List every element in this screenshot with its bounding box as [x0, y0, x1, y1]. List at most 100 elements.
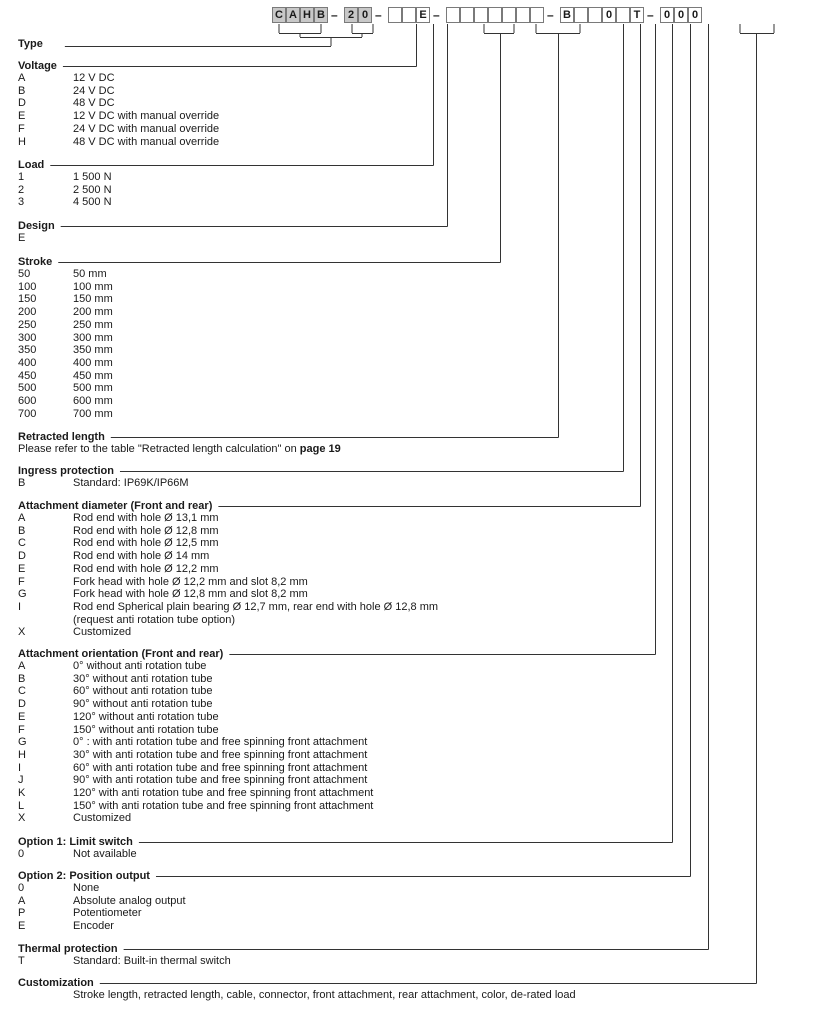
option-code: A	[18, 512, 26, 524]
option-description: 450 mm	[73, 369, 113, 382]
option-description: None	[73, 882, 100, 894]
option-code: I	[18, 761, 22, 774]
option-code: 700	[18, 407, 37, 420]
option-description: Standard: IP69K/IP66M	[73, 477, 189, 489]
option-row: C 60° without anti rotation tube	[18, 685, 808, 698]
option-code: 150	[18, 293, 37, 306]
option-description: 150° without anti rotation tube	[73, 723, 219, 736]
section-heading-text: Option 2: Position output	[18, 870, 150, 882]
section-heading-text: Option 1: Limit switch	[18, 836, 133, 848]
option-code: T	[18, 955, 25, 967]
option-row: Stroke length, retracted length, cable, …	[18, 989, 808, 1002]
section-heading-text: Stroke	[18, 256, 53, 268]
option-code: H	[18, 748, 26, 761]
option-description: 24 V DC	[73, 84, 115, 97]
option-code: 600	[18, 395, 37, 408]
option-code	[18, 989, 73, 1002]
option-code: E	[18, 562, 26, 575]
option-description: 120° without anti rotation tube	[73, 710, 219, 723]
option-code: 300	[18, 331, 37, 344]
option-code: C	[18, 685, 26, 698]
option-description: Rod end Spherical plain bearing Ø 12,7 m…	[73, 600, 439, 613]
option-code: D	[18, 698, 26, 711]
option-description: 1 500 N	[73, 171, 112, 183]
option-description: (request anti rotation tube option)	[73, 613, 236, 626]
option-code: 1	[18, 171, 25, 183]
option-code: B	[18, 477, 26, 489]
option-code: C	[18, 537, 26, 550]
section-heading-text: Voltage	[18, 60, 57, 72]
code-box: 0	[358, 7, 372, 23]
option-code: X	[18, 812, 26, 825]
code-box	[474, 7, 488, 23]
option-code: E	[18, 232, 26, 244]
code-separator: –	[375, 8, 382, 22]
option-description: 150° with anti rotation tube and free sp…	[73, 799, 374, 812]
code-box	[446, 7, 460, 23]
code-box	[588, 7, 602, 23]
option-description: Customized	[73, 626, 132, 639]
option-description: 250 mm	[73, 318, 113, 331]
option-code: A	[18, 72, 26, 84]
option-description: 600 mm	[73, 395, 113, 408]
code-box	[574, 7, 588, 23]
code-box: H	[300, 7, 314, 23]
option-description: Absolute analog output	[73, 894, 186, 907]
section-heading: Attachment diameter (Front and rear)	[18, 500, 808, 512]
option-description: 30° without anti rotation tube	[73, 672, 213, 685]
option-row: 250 250 mm	[18, 319, 808, 332]
code-separator: –	[433, 8, 440, 22]
option-description: 12 V DC with manual override	[73, 110, 220, 123]
note-text: Please refer to the table "Retracted len…	[18, 443, 300, 455]
option-description: 4 500 N	[73, 196, 112, 209]
code-box	[460, 7, 474, 23]
option-code: A	[18, 894, 26, 907]
option-description: 60° without anti rotation tube	[73, 685, 213, 698]
option-row: 300 300 mm	[18, 332, 808, 345]
page-reference-link[interactable]: page 19	[299, 443, 341, 455]
option-description: 120° with anti rotation tube and free sp…	[73, 787, 374, 800]
option-description: Rod end with hole Ø 12,8 mm	[73, 524, 219, 537]
option-description: Stroke length, retracted length, cable, …	[73, 989, 576, 1001]
option-description: 700 mm	[73, 407, 113, 420]
option-row: (request anti rotation tube option)	[18, 614, 808, 627]
option-row: 600 600 mm	[18, 395, 808, 408]
section-heading: Option 2: Position output	[18, 870, 808, 882]
option-code: 450	[18, 369, 37, 382]
option-code: 200	[18, 306, 37, 319]
code-box: E	[416, 7, 430, 23]
section-heading: Thermal protection	[18, 943, 808, 955]
option-code: 50	[18, 268, 31, 280]
section-heading-text: Type	[18, 38, 43, 50]
code-box	[402, 7, 416, 23]
code-box	[516, 7, 530, 23]
code-box	[616, 7, 630, 23]
section-note: Please refer to the table "Retracted len…	[18, 443, 808, 456]
option-description: 2 500 N	[73, 183, 112, 196]
section-heading: Ingress protection	[18, 465, 808, 477]
option-code: 500	[18, 382, 37, 395]
option-description: 300 mm	[73, 331, 113, 344]
option-description: 200 mm	[73, 306, 113, 319]
code-box: 0	[674, 7, 688, 23]
option-code: 250	[18, 318, 37, 331]
option-description: 50 mm	[73, 268, 107, 280]
code-separator: –	[331, 8, 338, 22]
code-separator: –	[547, 8, 554, 22]
